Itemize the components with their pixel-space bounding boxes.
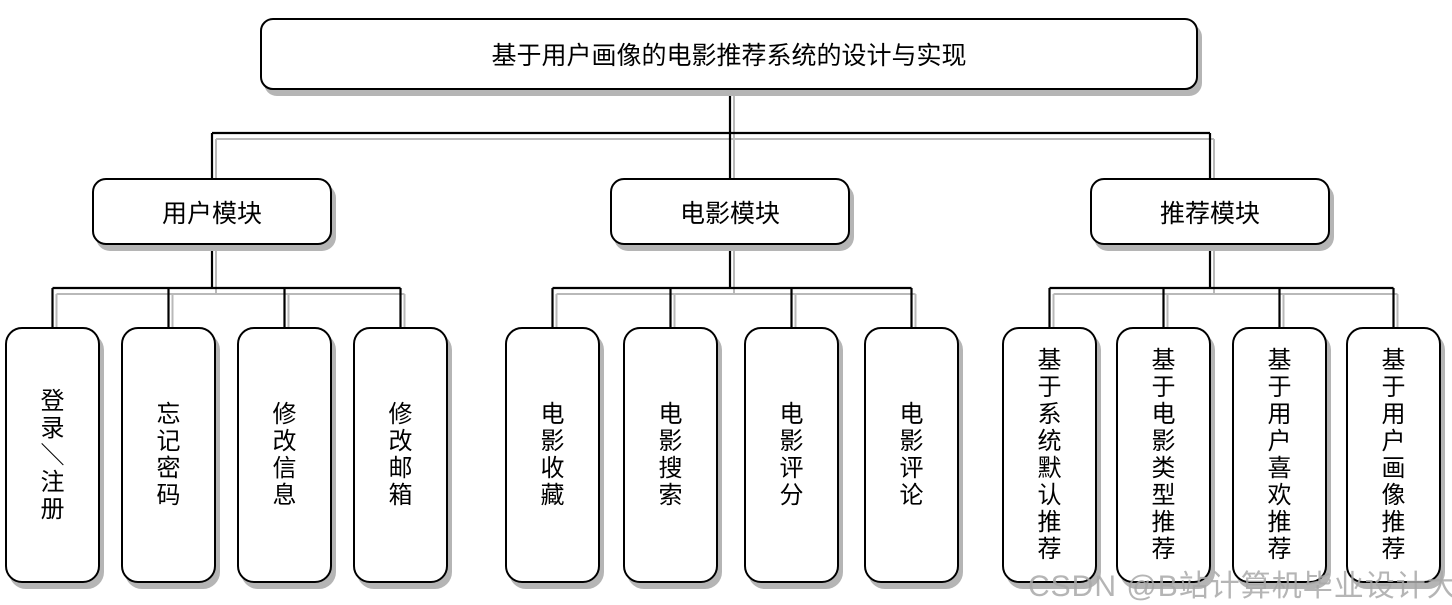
leaf-node-label: 基于用户喜欢推荐 (1267, 347, 1292, 563)
leaf-node-user-like-recommend: 基于用户喜欢推荐 (1232, 327, 1327, 583)
leaf-node-label: 电影收藏 (540, 401, 565, 509)
leaf-node-label: 基于系统默认推荐 (1037, 347, 1062, 563)
leaf-node-movie-search: 电影搜索 (623, 327, 718, 583)
leaf-node-movie-rating: 电影评分 (744, 327, 839, 583)
module-node-label: 用户模块 (161, 199, 262, 228)
leaf-node-label: 电影评论 (899, 401, 924, 509)
leaf-node-edit-info: 修改信息 (237, 327, 332, 583)
module-node-label: 推荐模块 (1159, 199, 1260, 228)
leaf-node-label: 修改邮箱 (388, 401, 413, 509)
leaf-node-user-profile-recommend: 基于用户画像推荐 (1346, 327, 1441, 583)
leaf-node-system-default-recommend: 基于系统默认推荐 (1002, 327, 1097, 583)
leaf-node-label: 电影搜索 (658, 401, 683, 509)
leaf-node-forgot-password: 忘记密码 (121, 327, 216, 583)
root-node: 基于用户画像的电影推荐系统的设计与实现 (260, 18, 1198, 90)
leaf-node-movie-comment: 电影评论 (864, 327, 959, 583)
leaf-node-label: 忘记密码 (156, 401, 181, 509)
module-node-label: 电影模块 (679, 199, 780, 228)
leaf-node-label: 修改信息 (272, 401, 297, 509)
leaf-node-label: 电影评分 (779, 401, 804, 509)
leaf-node-login-register: 登录＼注册 (5, 327, 100, 583)
leaf-node-label: 登录＼注册 (40, 387, 65, 523)
root-node-label: 基于用户画像的电影推荐系统的设计与实现 (491, 42, 967, 70)
module-node-recommend: 推荐模块 (1090, 178, 1330, 245)
module-node-movie: 电影模块 (610, 178, 850, 245)
leaf-node-label: 基于电影类型推荐 (1151, 347, 1176, 563)
leaf-node-movie-favorite: 电影收藏 (505, 327, 600, 583)
leaf-node-movie-genre-recommend: 基于电影类型推荐 (1116, 327, 1211, 583)
leaf-node-label: 基于用户画像推荐 (1381, 347, 1406, 563)
module-node-user: 用户模块 (92, 178, 332, 245)
leaf-node-edit-email: 修改邮箱 (353, 327, 448, 583)
